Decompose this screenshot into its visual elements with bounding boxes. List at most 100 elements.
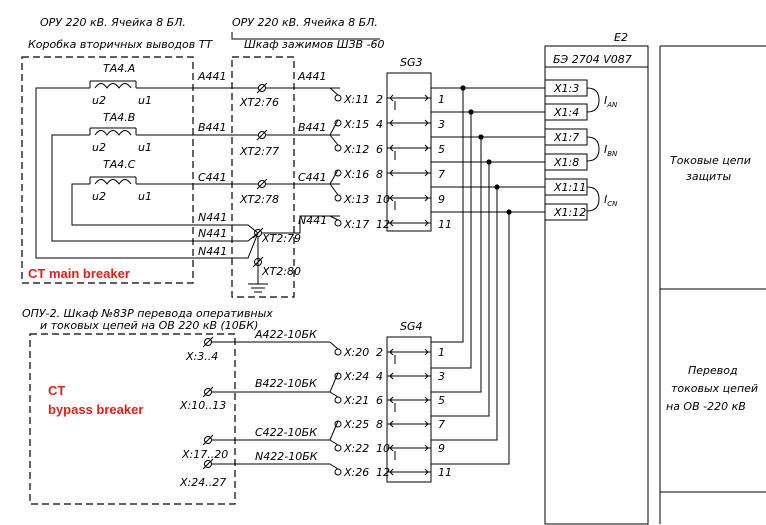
- svg-text:u1: u1: [138, 94, 152, 107]
- svg-text:X:11: X:11: [343, 93, 369, 106]
- wire-b441-1: B441: [198, 121, 227, 134]
- svg-text:8: 8: [376, 418, 383, 431]
- svg-text:ТА4.А: ТА4.А: [103, 62, 135, 75]
- svg-text:X:25: X:25: [343, 418, 369, 431]
- svg-text:7: 7: [438, 168, 445, 181]
- side-r1a: Токовые цепи: [670, 154, 751, 167]
- box1-title-1: ОРУ 220 кВ. Ячейка 8 БЛ.: [40, 16, 186, 29]
- wire-b441-2: B441: [298, 121, 327, 134]
- svg-text:u2: u2: [92, 190, 106, 203]
- svg-text:2: 2: [376, 346, 383, 359]
- wire-n441-3: N441: [198, 245, 227, 258]
- svg-text:3: 3: [438, 370, 445, 383]
- svg-text:1: 1: [438, 346, 445, 359]
- side-r2c: на ОВ -220 кВ: [666, 400, 746, 413]
- xt2-76: XT2:76: [239, 96, 279, 109]
- box2-title-2: Шкаф зажимов ШЗВ -60: [244, 38, 385, 51]
- i-cn: ICN: [604, 193, 618, 208]
- svg-text:u2: u2: [92, 141, 106, 154]
- svg-text:4: 4: [376, 118, 383, 131]
- svg-text:12: 12: [376, 466, 390, 479]
- svg-text:X:24: X:24: [343, 370, 369, 383]
- sg3-labels: X:11 2 1 X:15 4 3 X:12 6 5 X:16 8 7 X:13 10 9 X:17…: [343, 93, 452, 231]
- xt2-80: XT2:80: [261, 265, 301, 278]
- sg3-title: SG3: [400, 56, 423, 69]
- svg-text:X:16: X:16: [343, 168, 369, 181]
- svg-text:X:22: X:22: [343, 442, 369, 455]
- e2-terminals: [544, 79, 588, 221]
- wire-a441-1: A441: [197, 70, 227, 83]
- svg-text:10: 10: [376, 193, 390, 206]
- wire-a441-2: A441: [297, 70, 327, 83]
- sg3-left-terminals: [328, 87, 342, 227]
- svg-text:11: 11: [438, 218, 452, 231]
- box2-border: [231, 56, 295, 298]
- svg-text:2: 2: [376, 93, 383, 106]
- e2-coils: [586, 87, 600, 212]
- svg-text:X1:7: X1:7: [553, 131, 579, 144]
- svg-text:8: 8: [376, 168, 383, 181]
- sg4-title: SG4: [400, 320, 423, 333]
- box3-border: [29, 333, 236, 505]
- svg-text:X:21: X:21: [343, 394, 369, 407]
- svg-text:ТА4.С: ТА4.С: [103, 158, 136, 171]
- wire-c441-1: C441: [198, 171, 227, 184]
- ct-a: ТА4.А u2 u1: [89, 62, 152, 107]
- svg-text:6: 6: [376, 143, 383, 156]
- e2-border: [544, 45, 649, 525]
- svg-text:11: 11: [438, 466, 452, 479]
- term-x3-4: X:3..4: [185, 350, 218, 363]
- xt2-78: XT2:78: [239, 193, 279, 206]
- wire-a422: A422-10БК: [254, 328, 318, 341]
- sg4-left-terminals: [329, 341, 342, 476]
- svg-text:5: 5: [438, 394, 445, 407]
- svg-text:X:13: X:13: [343, 193, 369, 206]
- svg-text:u2: u2: [92, 94, 106, 107]
- i-an: IAN: [604, 94, 618, 109]
- box1-title-2: Коробка вторичных выводов ТТ: [28, 38, 213, 51]
- side-r2b: токовых цепей: [671, 382, 758, 395]
- xt2-77: XT2:77: [239, 145, 279, 158]
- svg-text:4: 4: [376, 370, 383, 383]
- term-x17-20: X:17..20: [181, 448, 228, 461]
- side-r1b: защиты: [686, 170, 732, 183]
- wire-n422: N422-10БК: [255, 450, 319, 463]
- svg-text:X:12: X:12: [343, 143, 369, 156]
- xt2-79: XT2:79: [261, 232, 301, 245]
- sg3-switches: [387, 94, 431, 227]
- term-x24-27: X:24..27: [179, 476, 226, 489]
- svg-text:10: 10: [376, 442, 390, 455]
- sg4-switches: [387, 348, 431, 476]
- sg4-block: [386, 336, 432, 483]
- svg-text:9: 9: [438, 193, 445, 206]
- bus-wires: [431, 85, 545, 465]
- svg-text:X:17: X:17: [343, 218, 369, 231]
- svg-text:X1:4: X1:4: [553, 106, 579, 119]
- svg-text:X1:3: X1:3: [553, 82, 579, 95]
- wire-n441-1: N441: [198, 211, 227, 224]
- side-r2a: Перевод: [688, 364, 738, 377]
- e2-title: E2: [614, 31, 628, 44]
- box3-title-2: и токовых цепей на ОВ 220 кВ (10БК): [40, 319, 258, 332]
- svg-text:X1:12: X1:12: [553, 206, 586, 219]
- box1-red-label: CT main breaker: [28, 266, 130, 281]
- svg-text:X:15: X:15: [343, 118, 369, 131]
- svg-text:u1: u1: [138, 141, 152, 154]
- svg-text:6: 6: [376, 394, 383, 407]
- box2-title-1: ОРУ 220 кВ. Ячейка 8 БЛ.: [232, 16, 378, 29]
- svg-text:3: 3: [438, 118, 445, 131]
- svg-text:7: 7: [438, 418, 445, 431]
- svg-text:1: 1: [438, 93, 445, 106]
- svg-text:X1:11: X1:11: [553, 181, 586, 194]
- svg-text:12: 12: [376, 218, 390, 231]
- svg-text:5: 5: [438, 143, 445, 156]
- ct-c: ТА4.С u2 u1: [89, 158, 152, 203]
- e2-device: БЭ 2704 V087: [553, 53, 632, 66]
- sg3-block: [386, 72, 432, 232]
- ct-b: ТА4.В u2 u1: [89, 111, 152, 154]
- wire-c422: C422-10БК: [255, 426, 318, 439]
- svg-text:X:20: X:20: [343, 346, 369, 359]
- i-bn: IBN: [604, 143, 618, 158]
